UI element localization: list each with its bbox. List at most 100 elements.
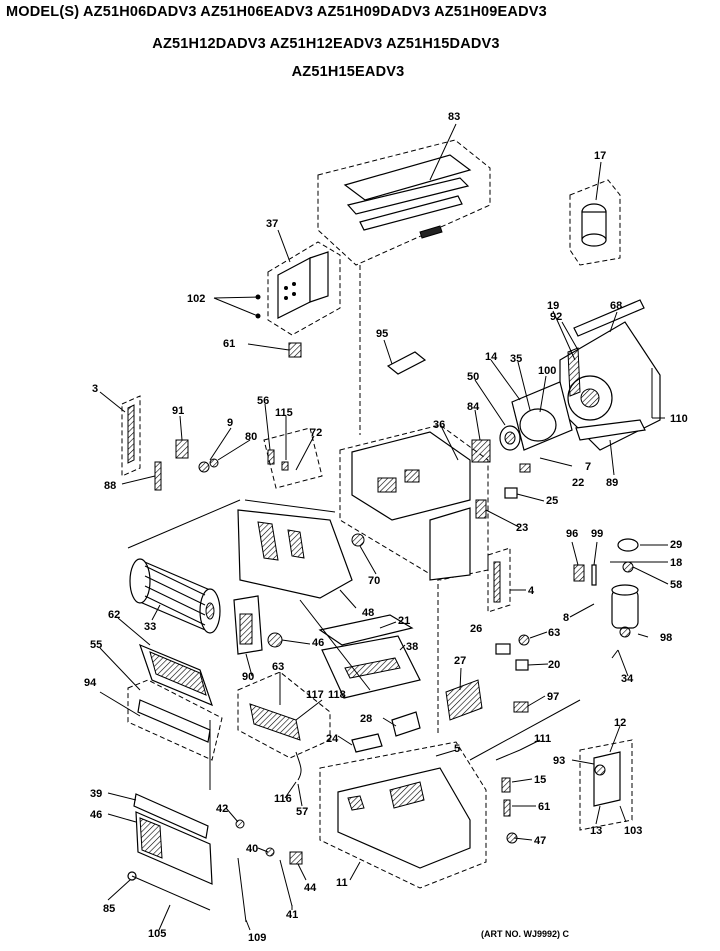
- callout-83: 83: [448, 111, 460, 123]
- callout-55: 55: [90, 639, 102, 651]
- callout-11: 11: [336, 877, 348, 889]
- part-55-front-grille: [99, 679, 223, 761]
- part-105-trim: [131, 875, 211, 911]
- callout-27: 27: [454, 655, 466, 667]
- part-57-wire: [295, 751, 302, 781]
- callout-57: 57: [296, 806, 308, 818]
- callout-90: 90: [242, 671, 254, 683]
- callout-29: 29: [670, 539, 682, 551]
- part-28-bracket: [391, 711, 421, 737]
- callout-70: 70: [368, 575, 380, 587]
- callout-80: 80: [245, 431, 257, 443]
- part-84-motor-mount: [471, 439, 491, 463]
- part-62-filter: [139, 643, 213, 707]
- callout-46: 46: [90, 809, 102, 821]
- callout-34: 34: [621, 673, 634, 685]
- part-117-louver-assembly: [237, 671, 331, 759]
- callout-35: 35: [510, 353, 522, 365]
- part-96-relay: [573, 564, 585, 582]
- part-46-grille: [133, 793, 213, 885]
- callout-84: 84: [467, 401, 480, 413]
- callout-98: 98: [660, 632, 672, 644]
- callout-7: 7: [585, 461, 591, 473]
- part-111-wire: [495, 749, 521, 761]
- callout-96: 96: [566, 528, 578, 540]
- part-41-trim: [279, 859, 293, 907]
- callout-62: 62: [108, 609, 120, 621]
- callout-85: 85: [103, 903, 115, 915]
- callout-25: 25: [546, 495, 558, 507]
- part-3-side-rail: [121, 395, 141, 477]
- callout-110: 110: [670, 413, 688, 425]
- part-9-knob: [198, 461, 210, 473]
- callout-89: 89: [606, 477, 618, 489]
- callout-58: 58: [670, 579, 682, 591]
- part-25-bracket: [504, 487, 518, 499]
- callout-102: 102: [187, 293, 205, 305]
- callout-63b: 63: [272, 661, 284, 673]
- callout-97: 97: [547, 691, 559, 703]
- part-91-switch: [175, 439, 189, 459]
- part-109-trim: [237, 857, 247, 923]
- callout-42: 42: [216, 803, 228, 815]
- callout-40: 40: [246, 843, 258, 855]
- model-list-line-1: MODEL(S) AZ51H06DADV3 AZ51H06EADV3 AZ51H…: [6, 4, 547, 20]
- part-97-thermostat: [513, 701, 529, 713]
- callout-33: 33: [144, 621, 156, 633]
- part-61-switch: [288, 342, 302, 358]
- callout-94: 94: [84, 677, 97, 689]
- model-list-line-2: AZ51H12DADV3 AZ51H12EADV3 AZ51H15DADV3: [152, 36, 500, 52]
- callout-103: 103: [624, 825, 642, 837]
- callout-13: 13: [590, 825, 602, 837]
- callout-14: 14: [485, 351, 498, 363]
- callout-68: 68: [610, 300, 622, 312]
- part-4-panel: [487, 547, 511, 613]
- part-83-top-cover: [317, 139, 491, 266]
- part-58-grommet: [622, 561, 634, 573]
- callout-28: 28: [360, 713, 372, 725]
- callout-48: 48: [362, 607, 374, 619]
- callout-37: 37: [266, 218, 278, 230]
- part-80-knob: [209, 458, 219, 468]
- callout-15: 15: [534, 774, 546, 786]
- callout-39: 39: [90, 788, 102, 800]
- part-24-bracket: [351, 733, 383, 753]
- part-26-clip: [495, 643, 511, 655]
- callout-labels: 83 17 37 102 61 95 19 68 92 3 91 9 56 80…: [84, 111, 688, 944]
- callout-36: 36: [433, 419, 445, 431]
- part-88-bracket: [154, 461, 162, 491]
- callout-111: 111: [534, 733, 551, 745]
- callout-61b: 61: [538, 801, 550, 813]
- callout-63: 63: [548, 627, 560, 639]
- part-14-fan-motor: [499, 381, 573, 451]
- part-7-screw: [539, 457, 573, 467]
- part-40-screw: [265, 847, 275, 857]
- callout-3: 3: [92, 383, 98, 395]
- callout-12: 12: [614, 717, 626, 729]
- part-61-switch-lower: [503, 799, 511, 817]
- callout-47: 47: [534, 835, 546, 847]
- callout-61: 61: [223, 338, 235, 350]
- callout-105: 105: [148, 928, 166, 940]
- part-98-compressor: [611, 584, 639, 638]
- part-48-front-housing: [237, 499, 353, 599]
- part-20-bracket: [515, 659, 529, 671]
- leader-lines: [99, 123, 669, 931]
- part-89-bracket: [575, 419, 646, 441]
- callout-56: 56: [257, 395, 269, 407]
- callout-17: 17: [594, 150, 606, 162]
- part-21-base-plate: [318, 614, 414, 646]
- part-99-fuse: [591, 564, 597, 586]
- part-37-control-box: [255, 241, 341, 336]
- callout-8: 8: [563, 612, 569, 624]
- callout-9: 9: [227, 417, 233, 429]
- model-list-line-3: AZ51H15EADV3: [291, 64, 405, 80]
- callout-109: 109: [248, 932, 266, 944]
- callout-41: 41: [286, 909, 298, 921]
- callout-116: 116: [274, 793, 292, 805]
- callout-21: 21: [398, 615, 410, 627]
- callout-22: 22: [572, 477, 584, 489]
- part-15-clip: [501, 777, 511, 793]
- callout-24: 24: [326, 733, 339, 745]
